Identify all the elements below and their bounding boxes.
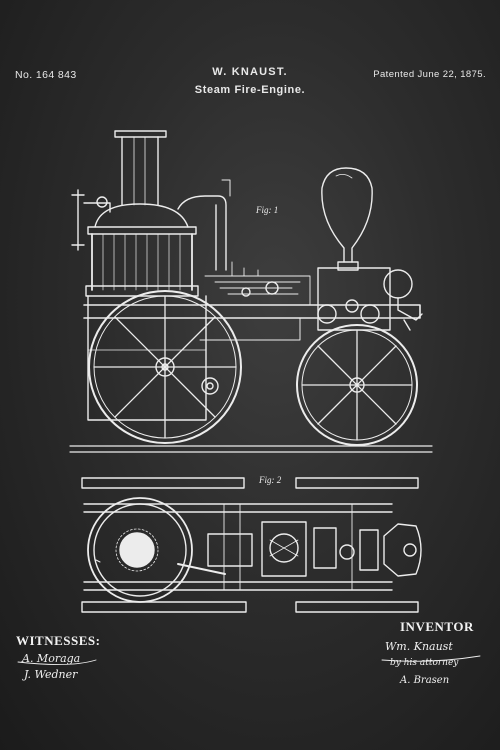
inventor-name: W. KNAUST. xyxy=(212,66,288,78)
fig1-label: Fig: 1 xyxy=(255,205,278,215)
fig2-plan-view: Fig: 2 xyxy=(81,475,422,613)
inventor-label: INVENTOR xyxy=(400,619,474,634)
witness-signature-2: J. Wedner xyxy=(24,668,78,681)
inventor-signature: Wm. Knaust xyxy=(385,640,453,653)
attorney-signature: A. Brasen xyxy=(400,675,450,686)
patent-date: Patented June 22, 1875. xyxy=(373,69,486,80)
fig2-label: Fig: 2 xyxy=(258,475,282,485)
witness-signature-1: A. Moraga xyxy=(22,652,81,665)
fig1-side-elevation: Fig: 1 xyxy=(69,130,433,453)
patent-title: Steam Fire-Engine. xyxy=(194,84,306,96)
patent-number: No. 164 843 xyxy=(15,69,77,81)
attorney-line: by his attorney xyxy=(390,658,459,668)
witnesses-label: WITNESSES: xyxy=(16,633,101,648)
signature-flourishes xyxy=(17,655,481,666)
